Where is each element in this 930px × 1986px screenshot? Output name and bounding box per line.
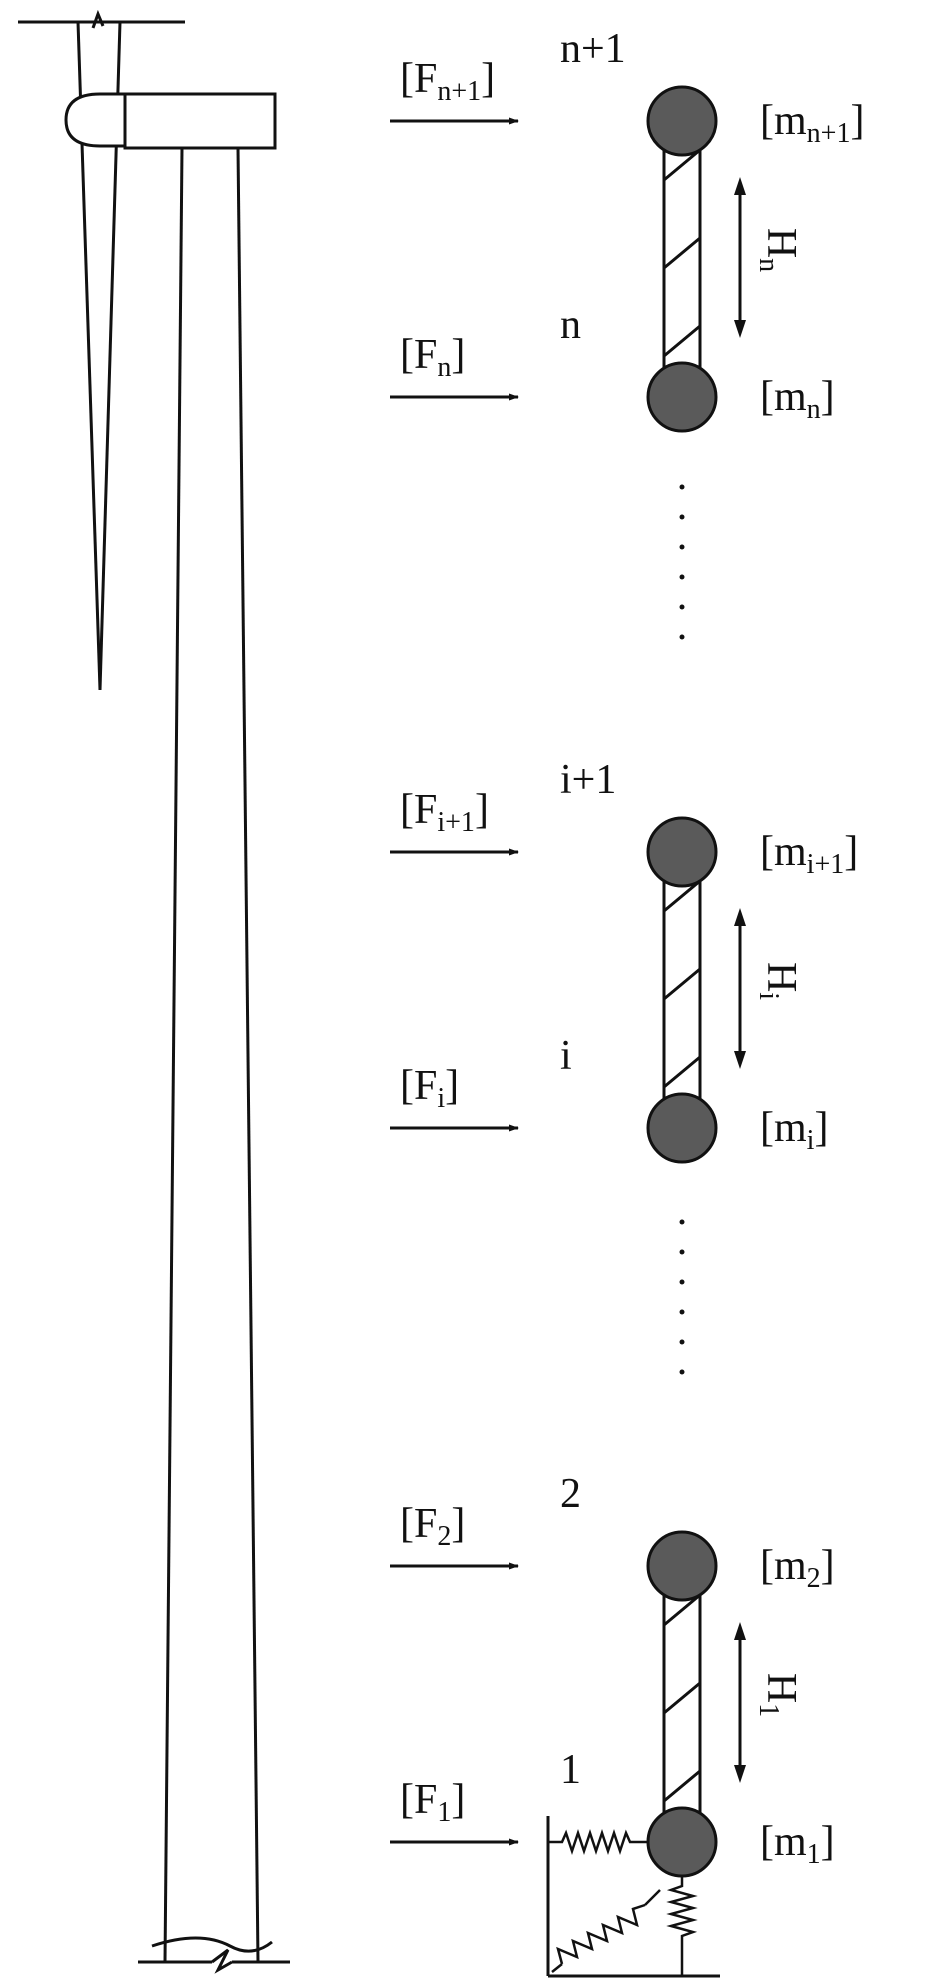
force-label-1: [F1]: [400, 1777, 465, 1828]
mass-label-1: [m1]: [760, 1819, 835, 1870]
force-arrows: [390, 117, 519, 1846]
mass-label-i-plus-1: [mi+1]: [760, 829, 858, 880]
continuation-dots-upper: [679, 484, 685, 640]
force-label-2: [F2]: [400, 1501, 465, 1552]
rotational-spring-icon: [551, 1889, 661, 1973]
node-label-1: 1: [560, 1747, 581, 1793]
tower-icon: [151, 147, 273, 1963]
wind-turbine: [18, 9, 290, 1974]
node-label-i: i: [560, 1033, 572, 1079]
mass-label-n: [mn]: [760, 374, 835, 425]
continuation-dots-lower: [679, 1219, 685, 1375]
beam-element-i: [662, 850, 702, 1130]
vertical-spring-icon: [666, 1874, 698, 1976]
mass-node-n: [646, 361, 718, 433]
force-label-n: [Fn]: [400, 332, 465, 383]
mass-node-1: [646, 1806, 718, 1878]
hub-icon: [64, 92, 125, 148]
beam-element-n: [662, 119, 702, 399]
beam-element-1: [662, 1564, 702, 1844]
node-label-n: n: [560, 302, 581, 348]
node-label-2: 2: [560, 1471, 581, 1517]
lumped-mass-model: Hn Hi H1 [Fn+1]: [390, 26, 864, 1978]
mass-node-2: [646, 1530, 718, 1602]
horizontal-spring-icon: [548, 1829, 647, 1855]
mass-label-n-plus-1: [mn+1]: [760, 98, 864, 149]
mass-node-i-plus-1: [646, 816, 718, 888]
mass-label-2: [m2]: [760, 1543, 835, 1594]
height-label-i: Hi: [753, 962, 804, 1000]
node-label-n-plus-1: n+1: [560, 26, 626, 72]
force-label-n-plus-1: [Fn+1]: [400, 56, 495, 107]
ground-break-icon: [138, 1948, 290, 1974]
height-label-1: H1: [753, 1673, 804, 1717]
force-label-i-plus-1: [Fi+1]: [400, 787, 489, 838]
mass-label-i: [mi]: [760, 1105, 828, 1156]
height-arrow-n: [734, 177, 746, 338]
force-label-i: [Fi]: [400, 1063, 459, 1114]
height-label-n: Hn: [753, 228, 804, 272]
node-label-i-plus-1: i+1: [560, 757, 616, 803]
tower-top-break-icon: [18, 9, 185, 29]
mass-node-i: [646, 1092, 718, 1164]
height-arrow-i: [734, 908, 746, 1069]
mass-node-n-plus-1: [646, 85, 718, 157]
height-arrow-1: [734, 1622, 746, 1783]
mass-nodes: [646, 85, 718, 1878]
nacelle-icon: [123, 92, 277, 150]
